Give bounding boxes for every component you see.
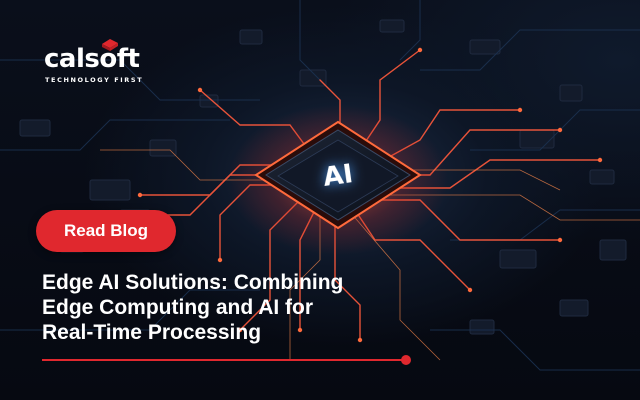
read-blog-button[interactable]: Read Blog: [36, 210, 176, 252]
ai-processor-chip-icon: AI: [254, 120, 422, 230]
blog-headline: Edge AI Solutions: Combining Edge Comput…: [42, 270, 442, 345]
headline-line-3: Real-Time Processing: [42, 321, 262, 344]
headline-line-2: Edge Computing and AI for: [42, 296, 314, 319]
underline-end-dot: [401, 355, 411, 365]
headline-underline: [42, 359, 406, 361]
headline-line-1: Edge AI Solutions: Combining: [42, 271, 344, 294]
red-cube-mark-icon: [102, 39, 118, 51]
logo-tagline: TECHNOLOGY FIRST: [45, 76, 144, 84]
calsoft-logo[interactable]: calsoft TECHNOLOGY FIRST: [44, 39, 154, 92]
chip-label: AI: [321, 159, 355, 193]
logo-wordmark: calsoft: [44, 44, 140, 74]
